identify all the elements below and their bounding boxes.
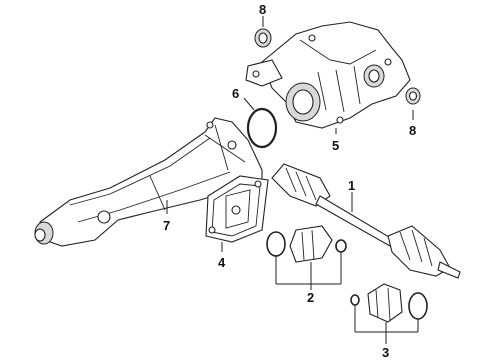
callout-2: 2 bbox=[307, 290, 314, 305]
callout-6: 6 bbox=[232, 86, 239, 101]
part-7-axle-carrier bbox=[34, 117, 263, 247]
callout-7: 7 bbox=[163, 218, 170, 233]
callout-1: 1 bbox=[348, 178, 355, 193]
part-8-seal-top bbox=[254, 28, 272, 48]
part-1-axle-shaft bbox=[271, 163, 461, 279]
callout-4: 4 bbox=[218, 255, 226, 270]
part-4-control-module bbox=[205, 175, 269, 243]
callout-8-right: 8 bbox=[409, 123, 416, 138]
part-5-differential bbox=[245, 21, 411, 129]
leader-lines bbox=[166, 16, 419, 344]
callout-8-top: 8 bbox=[259, 2, 266, 17]
callout-5: 5 bbox=[332, 138, 339, 153]
part-2-boot-kit bbox=[266, 225, 347, 263]
part-3-boot-kit bbox=[350, 283, 428, 323]
callout-3: 3 bbox=[382, 345, 389, 360]
part-8-seal-right bbox=[405, 87, 421, 105]
part-6-o-ring bbox=[246, 107, 278, 149]
